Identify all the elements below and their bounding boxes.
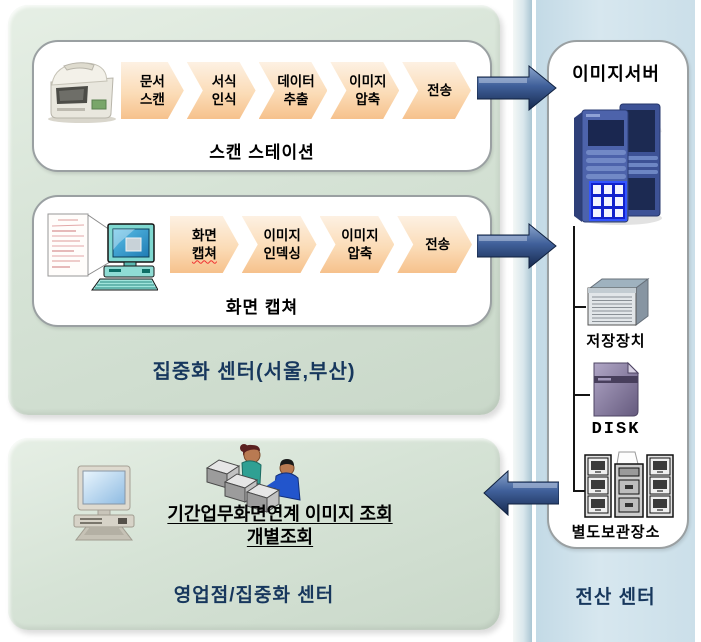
branch-center-label: 영업점/집중화 센터 (173, 585, 335, 606)
document-computer-icon (46, 210, 159, 299)
server-towers-icon (562, 98, 666, 231)
scanner-icon (42, 56, 122, 129)
capture-process-flow: 화면 캡쳐 이미지 인덱싱 이미지 압축 전송 (170, 216, 472, 273)
storage-unit-icon (584, 276, 650, 333)
process-step: 전송 (402, 62, 471, 119)
process-step: 화면 캡쳐 (170, 216, 239, 273)
archive-label: 별도보관장소 (571, 524, 661, 541)
scan-station-title: 스캔 스테이션 (209, 143, 315, 162)
process-step: 데이터 추출 (259, 62, 328, 119)
process-step: 이미지 인덱싱 (242, 216, 317, 273)
datacenter-label: 전산 센터 (575, 587, 656, 608)
process-step: 이미지 압축 (320, 216, 395, 273)
query-line-2: 개별조회 (246, 527, 314, 548)
flow-arrow-right-scan (476, 64, 557, 116)
screen-capture-title: 화면 캡쳐 (225, 298, 299, 317)
image-server-title: 이미지서버 (572, 64, 660, 84)
scan-process-flow: 문서 스캔 서식 인식 데이터 추출 이미지 압축 전송 (121, 62, 471, 119)
branch-line-disk (574, 394, 590, 396)
branch-line-archive (574, 490, 585, 492)
centralization-center-label: 집중화 센터(서울,부산) (152, 361, 356, 383)
operators-icon (203, 442, 303, 519)
archive-cabinets-icon (583, 450, 675, 525)
flow-arrow-left-retrieve (483, 469, 560, 521)
query-line-1: 기간업무화면연계 이미지 조회 (167, 504, 393, 524)
process-step: 서식 인식 (187, 62, 256, 119)
process-step: 전송 (397, 216, 472, 273)
storage-label: 저장장치 (586, 333, 646, 350)
disk-icon (589, 360, 643, 423)
process-step: 이미지 압축 (330, 62, 399, 119)
flow-arrow-right-capture (476, 222, 557, 274)
server-trunk-line (573, 226, 575, 492)
disk-label: DISK (591, 420, 641, 439)
process-step: 문서 스캔 (121, 62, 184, 119)
desktop-computer-icon (72, 464, 136, 551)
image-query-text: 기간업무화면연계 이미지 조회 개별조회 (90, 503, 470, 550)
misspelled-word: 캡쳐 (191, 245, 217, 261)
branch-line-storage (574, 306, 586, 308)
